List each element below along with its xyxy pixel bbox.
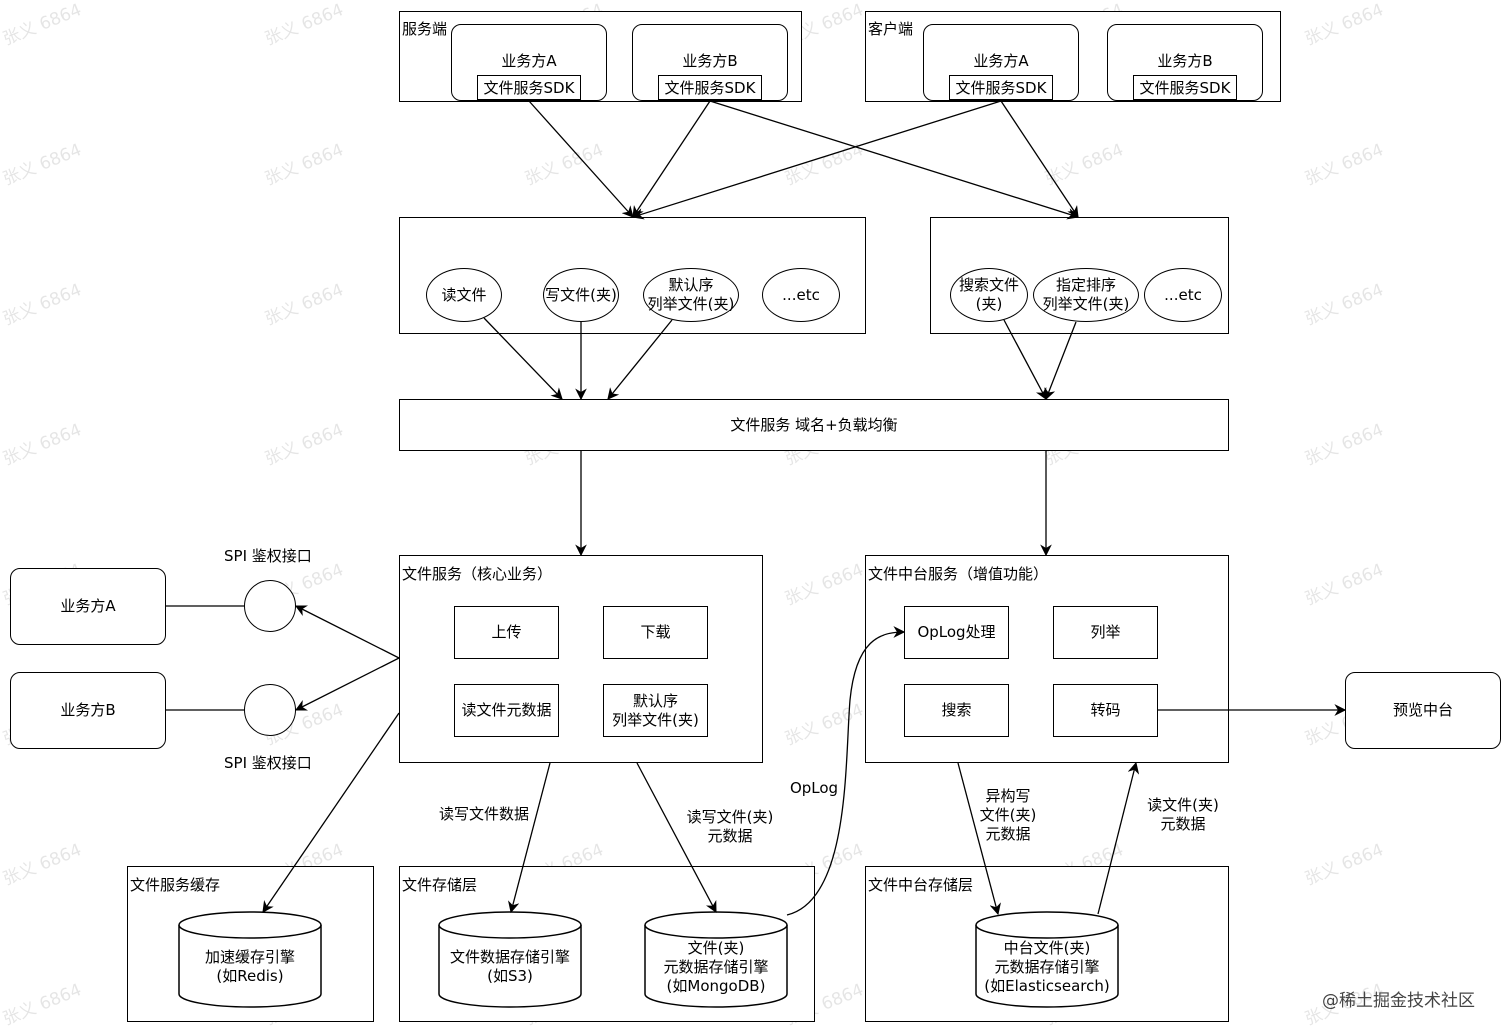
edge-client-a-extra	[1000, 100, 1079, 218]
edge-server-a-core	[528, 100, 634, 218]
server-sdk-a: 文件服务SDK	[477, 75, 581, 100]
cache-layer-title: 文件服务缓存	[130, 876, 221, 894]
op-search-file: 搜索文件 (夹)	[950, 268, 1028, 322]
edge-list-gateway	[607, 319, 673, 400]
preview-platform: 预览中台	[1345, 672, 1501, 749]
read-meta-module: 读文件元数据	[454, 684, 559, 737]
op-list-default: 默认序 列举文件(夹)	[643, 268, 739, 322]
op-list-sorted: 指定排序 列举文件(夹)	[1033, 268, 1139, 322]
storage-layer-title: 文件存储层	[402, 876, 478, 894]
edge-sorted-gateway	[1044, 321, 1077, 401]
transcode-module: 转码	[1053, 684, 1158, 737]
file-service-title: 文件服务（核心业务）	[402, 565, 553, 583]
mid-storage-title: 文件中台存储层	[868, 876, 974, 894]
edge-mid-read-meta	[1097, 761, 1140, 915]
client-party-a-label: 业务方A	[973, 51, 1029, 70]
data-engine-cylinder	[438, 911, 582, 1008]
auth-party-a: 业务方A	[10, 568, 166, 645]
server-party-b-label: 业务方B	[682, 51, 738, 70]
download-module: 下载	[603, 606, 708, 659]
spi-label-bottom: SPI 鉴权接口	[224, 754, 312, 772]
spi-interface-a	[244, 580, 296, 632]
edge-search-gateway	[1003, 319, 1047, 401]
edge-label-rw-meta: 读写文件(夹) 元数据	[686, 808, 774, 845]
edge-label-rw-data: 读写文件数据	[438, 804, 529, 823]
list-module: 列举	[1053, 606, 1158, 659]
edge-label-read-meta: 读文件(夹) 元数据	[1147, 796, 1219, 833]
cache-engine-label: 加速缓存引擎 (如Redis)	[204, 948, 295, 985]
mid-service-title: 文件中台服务（增值功能）	[868, 565, 1049, 583]
edge-mid-hetero-write	[957, 762, 1001, 916]
edge-file-service-data	[508, 762, 551, 914]
edge-server-b-extra	[709, 100, 1080, 220]
client-sdk-b: 文件服务SDK	[1133, 75, 1237, 100]
mid-engine-label: 中台文件(夹) 元数据存储引擎 (如Elasticsearch)	[984, 938, 1110, 995]
edge-file-service-spi-b	[294, 657, 400, 711]
op-etc: ...etc	[762, 268, 840, 322]
list-default-module: 默认序 列举文件(夹)	[603, 684, 708, 737]
edge-oplog	[786, 626, 906, 916]
oplog-module: OpLog处理	[904, 606, 1009, 659]
upload-module: 上传	[454, 606, 559, 659]
op-read-file: 读文件	[426, 268, 502, 322]
meta-engine-cylinder	[644, 911, 788, 1008]
server-sdk-b: 文件服务SDK	[658, 75, 762, 100]
search-module: 搜索	[904, 684, 1009, 737]
auth-party-b: 业务方B	[10, 672, 166, 749]
op-write-file: 写文件(夹)	[543, 268, 619, 322]
data-engine-label: 文件数据存储引擎 (如S3)	[449, 948, 570, 985]
edge-file-service-spi-a	[294, 605, 400, 659]
spi-label-top: SPI 鉴权接口	[224, 547, 312, 565]
op-etc-2: ...etc	[1144, 268, 1222, 322]
meta-engine-label: 文件(夹) 元数据存储引擎 (如MongoDB)	[663, 938, 769, 995]
edge-client-a-core	[631, 100, 1002, 220]
edge-file-service-meta	[636, 762, 717, 914]
client-title: 客户端	[868, 20, 914, 38]
client-sdk-a: 文件服务SDK	[949, 75, 1053, 100]
footer-credit: @稀土掘金技术社区	[1322, 991, 1475, 1011]
server-title: 服务端	[402, 20, 448, 38]
mid-engine-cylinder	[975, 911, 1119, 1008]
edge-read-gateway	[483, 317, 563, 400]
edge-label-hetero-write: 异构写 文件(夹) 元数据	[979, 786, 1037, 843]
edge-server-b-core	[632, 100, 711, 218]
cache-engine-cylinder	[178, 911, 322, 1008]
gateway	[399, 399, 1229, 451]
edge-label-oplog: OpLog	[789, 778, 839, 797]
server-party-a-label: 业务方A	[501, 51, 557, 70]
client-party-b-label: 业务方B	[1157, 51, 1213, 70]
edge-file-service-cache	[262, 712, 400, 913]
gateway-label: 文件服务 域名+负载均衡	[730, 415, 898, 434]
spi-interface-b	[244, 684, 296, 736]
